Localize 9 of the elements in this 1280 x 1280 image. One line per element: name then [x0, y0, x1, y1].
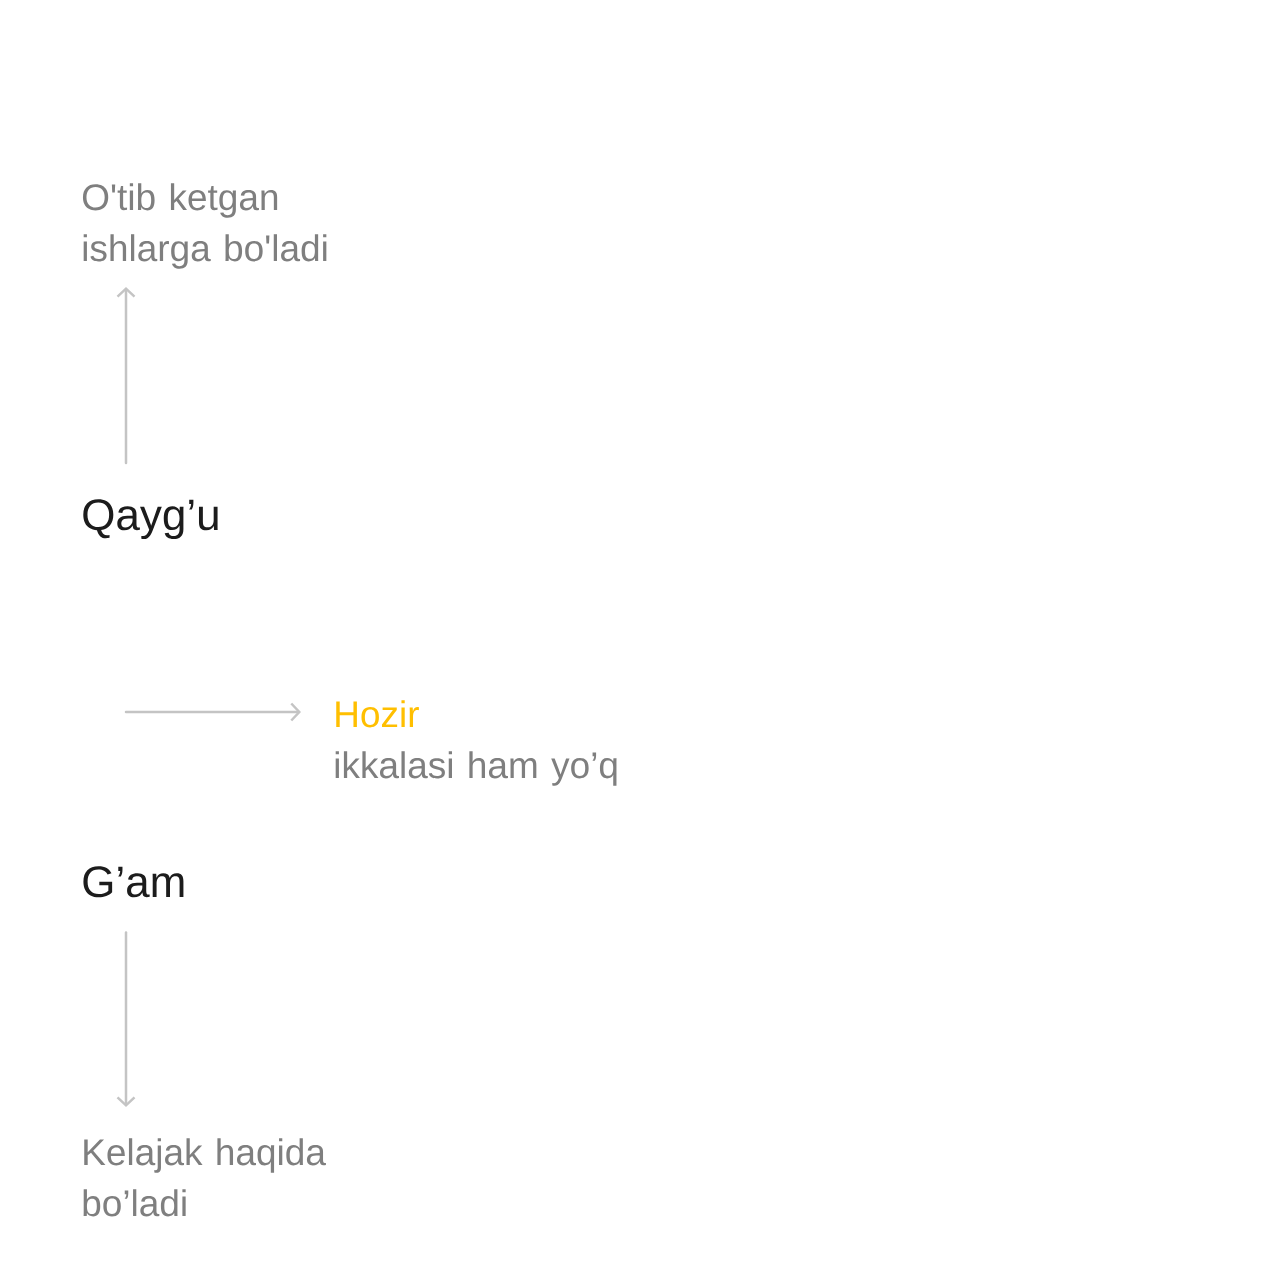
- arrow: [116, 286, 136, 465]
- heading: Hozir: [336, 700, 419, 728]
- term-label: Qayg’u: [83, 499, 218, 540]
- note-text: ikkalasi ham yo’q: [335, 751, 617, 786]
- arrow: [124, 702, 301, 722]
- note-text: O'tib ketgan ishlarga bo'ladi: [82, 183, 327, 269]
- note-text: Kelajak haqida bo’ladi: [83, 1138, 326, 1217]
- term-label: G’am: [83, 866, 184, 898]
- arrow: [116, 931, 136, 1107]
